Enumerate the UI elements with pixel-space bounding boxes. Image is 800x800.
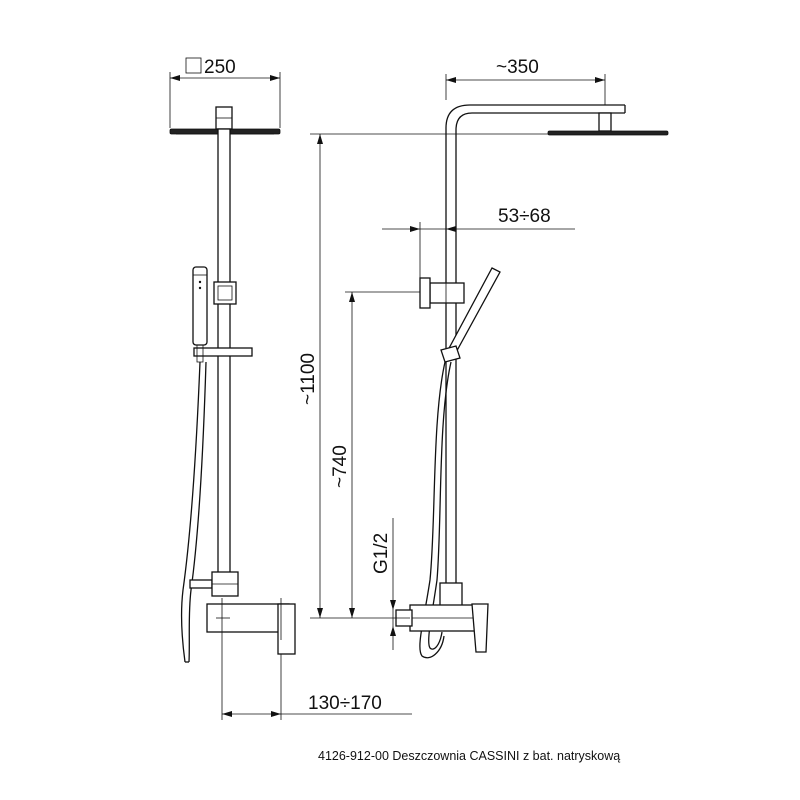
front-hose	[180, 361, 201, 663]
front-view	[169, 106, 296, 663]
side-mixer-lever	[471, 603, 489, 653]
side-hand-shower	[446, 267, 501, 357]
dim-head-size: 250	[204, 57, 236, 78]
side-wall-mount	[419, 277, 431, 309]
dim-spacing: 130÷170	[308, 693, 382, 714]
front-mixer-lever	[277, 603, 296, 655]
front-hand-shower	[192, 266, 208, 346]
dim-total-height: ~1100	[298, 353, 319, 405]
dim-mount-height: ~740	[330, 445, 351, 488]
side-head-connector	[598, 112, 612, 132]
side-diverter	[439, 582, 463, 608]
square-symbol-icon	[185, 57, 202, 74]
side-shower-head	[547, 130, 669, 136]
dimension-lines	[169, 72, 606, 720]
dim-arm-length: ~350	[496, 57, 539, 78]
product-caption: 4126-912-00 Deszczownia CASSINI z bat. n…	[318, 749, 621, 763]
side-slider-bracket	[429, 282, 465, 304]
side-view	[388, 104, 669, 659]
dim-rail-offset: 53÷68	[498, 206, 551, 227]
front-soap-shelf	[193, 347, 253, 357]
dimension-labels: 250 ~350 53÷68 ~1100 ~740 G1/2 130÷170	[185, 57, 551, 714]
front-hose-connector	[189, 579, 213, 589]
dim-thread: G1/2	[371, 533, 392, 574]
front-slider-bracket	[213, 281, 237, 305]
side-riser-pipe	[445, 104, 625, 612]
side-hose	[419, 361, 446, 659]
